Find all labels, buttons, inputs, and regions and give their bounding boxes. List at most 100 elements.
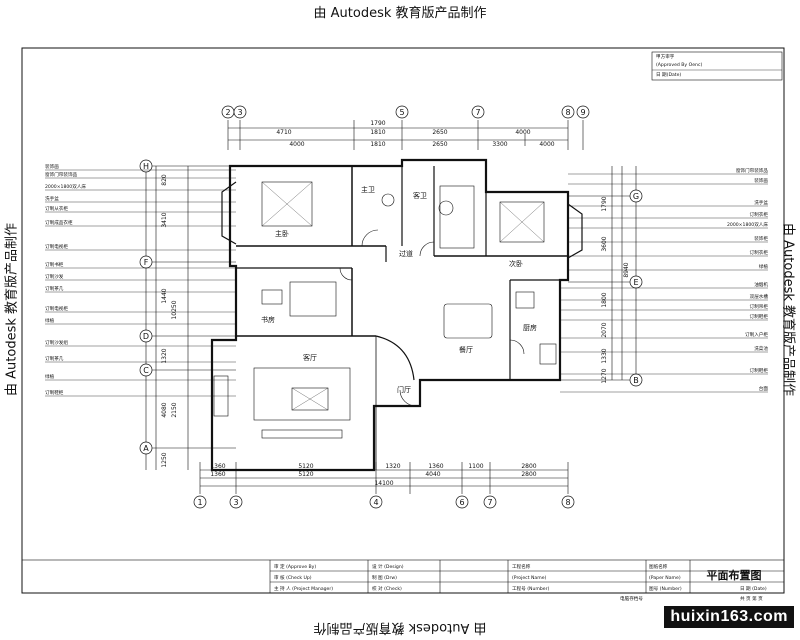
dim-top-small: 1790 — [370, 120, 385, 127]
bubble-top-2: 5 — [399, 108, 404, 117]
dim-left-3: 1440 — [161, 288, 168, 303]
tb-date: 日 期 (Date) — [740, 586, 767, 592]
left-note-4: 订制从衣柜 — [45, 205, 68, 212]
dim-bottom-total: 14100 — [374, 480, 393, 487]
watermark-top: 由 Autodesk 教育版产品制作 — [313, 6, 487, 21]
dim-left-5: 4080 — [161, 402, 168, 417]
room-corridor: 过道 — [399, 249, 413, 258]
right-note-2: 洗手盆 — [754, 199, 768, 206]
dim-bottom1-2: 1320 — [385, 463, 400, 470]
dim-right-6: 1270 — [601, 368, 608, 383]
room-entry: 门厅 — [397, 385, 411, 394]
right-note-6: 订制衣柜 — [750, 249, 769, 256]
dim-left-0: 820 — [161, 174, 168, 186]
dim-top2-1: 1810 — [370, 141, 385, 148]
bubble-left-0: H — [143, 162, 149, 171]
bubble-right-2: B — [633, 376, 639, 385]
left-note-12: 订制沙发组 — [45, 339, 68, 346]
right-note-12: 订制入户柜 — [745, 331, 768, 338]
tb-r2-c2: 工程号 (Number) — [512, 585, 549, 592]
dim-bottom1-0: 1360 — [210, 463, 225, 470]
tb-r0-c1: 设 计 (Design) — [372, 563, 404, 570]
bubble-bottom-3: 6 — [459, 498, 464, 507]
room-kitchen: 厨房 — [523, 323, 537, 332]
left-note-8: 订制沙发 — [45, 273, 64, 280]
right-note-14: 订制鞋柜 — [750, 367, 769, 374]
bubble-bottom-2: 4 — [373, 498, 378, 507]
approval-line3: 日 期(Date) — [656, 72, 681, 78]
room-study: 书房 — [261, 315, 275, 324]
bubble-top-5: 9 — [580, 108, 585, 117]
left-note-0: 装饰画 — [45, 163, 59, 170]
dim-left-1: 3410 — [161, 212, 168, 227]
floor-plan-walls — [210, 158, 583, 472]
right-note-13: 洗菜池 — [754, 345, 768, 352]
bubble-top-0: 2 — [225, 108, 230, 117]
dim-top2-0: 4000 — [289, 141, 304, 148]
dim-top1-1: 1810 — [370, 129, 385, 136]
tb-r1-c0: 审 核 (Check Up) — [274, 574, 312, 581]
tb-footer-right: 共 页 第 页 — [740, 595, 763, 602]
tb-r2-c1: 校 对 (Check) — [372, 585, 402, 592]
left-note-2: 2000×1800双人床 — [45, 183, 86, 190]
dim-left-6: 2150 — [171, 402, 178, 417]
left-note-7: 订制书柜 — [45, 261, 64, 268]
right-note-10: 订制吊柜 — [750, 303, 769, 310]
dim-right-5: 1330 — [601, 348, 608, 363]
room-master-bath: 主卫 — [361, 185, 375, 194]
tb-paper-name: 图纸名称 — [649, 563, 668, 570]
left-note-14: 绿植 — [45, 373, 55, 380]
tb-r2-c0: 主 持 人 (Project Manager) — [274, 585, 333, 592]
drawing-title: 平面布置图 — [707, 568, 762, 582]
dim-top2-4: 4000 — [539, 141, 554, 148]
right-note-0: 窗饰门帘装饰品 — [736, 167, 769, 174]
bubble-left-4: A — [143, 444, 149, 453]
dim-left-7: 1250 — [161, 452, 168, 467]
title-block — [21, 559, 785, 594]
tb-number: 图号 (Number) — [649, 586, 682, 592]
room-master-bedroom: 主卧 — [275, 229, 289, 238]
left-note-9: 订制茶几 — [45, 285, 64, 292]
room-dining: 餐厅 — [459, 345, 473, 354]
right-note-7: 绿植 — [759, 263, 769, 270]
bubble-bottom-1: 3 — [233, 498, 238, 507]
tb-r0-c0: 审 定 (Approve By) — [274, 563, 316, 570]
left-note-10: 订制电视柜 — [45, 305, 68, 312]
bubble-bottom-5: 8 — [565, 498, 570, 507]
right-note-9: 双层水槽 — [750, 293, 769, 300]
dim-bottom2-3: 2800 — [521, 471, 536, 478]
room-second-bedroom: 次卧 — [509, 259, 523, 268]
right-note-11: 订制鞋柜 — [750, 313, 769, 320]
left-note-15: 订制鞋柜 — [45, 389, 64, 396]
dim-top1-0: 4710 — [276, 129, 291, 136]
dim-bottom1-3: 1360 — [428, 463, 443, 470]
drawing-border — [21, 47, 785, 594]
left-note-13: 订制茶几 — [45, 355, 64, 362]
right-note-4: 2000×1800双人床 — [727, 221, 768, 228]
bubble-right-0: G — [633, 192, 639, 201]
tb-paper-name-en: (Paper Name) — [649, 575, 681, 581]
right-note-5: 装饰柜 — [754, 235, 768, 242]
bubble-top-3: 7 — [475, 108, 480, 117]
dim-bottom1-4: 1100 — [468, 463, 483, 470]
dim-top2-3: 3300 — [492, 141, 507, 148]
dim-bottom1-5: 2800 — [521, 463, 536, 470]
dim-right-4: 2070 — [601, 322, 608, 337]
bubble-left-1: F — [144, 258, 149, 267]
dim-bottom2-1: 5120 — [298, 471, 313, 478]
bubble-top-4: 8 — [565, 108, 570, 117]
right-note-1: 装饰画 — [754, 177, 768, 184]
left-note-3: 洗手盆 — [45, 195, 59, 202]
bubble-left-2: D — [143, 332, 149, 341]
room-guest-bath: 客卫 — [413, 191, 427, 200]
tb-r0-c2: 工程名称 — [512, 563, 531, 570]
dim-left-4: 1320 — [161, 348, 168, 363]
approval-line2: (Approved By Oenc) — [656, 62, 702, 68]
room-living: 客厅 — [303, 353, 317, 362]
bubble-left-3: C — [143, 366, 149, 375]
left-note-11: 绿植 — [45, 317, 55, 324]
left-note-5: 订制成品衣柜 — [45, 219, 73, 226]
dim-bottom2-2: 4040 — [425, 471, 440, 478]
right-note-3: 订制衣柜 — [750, 211, 769, 218]
